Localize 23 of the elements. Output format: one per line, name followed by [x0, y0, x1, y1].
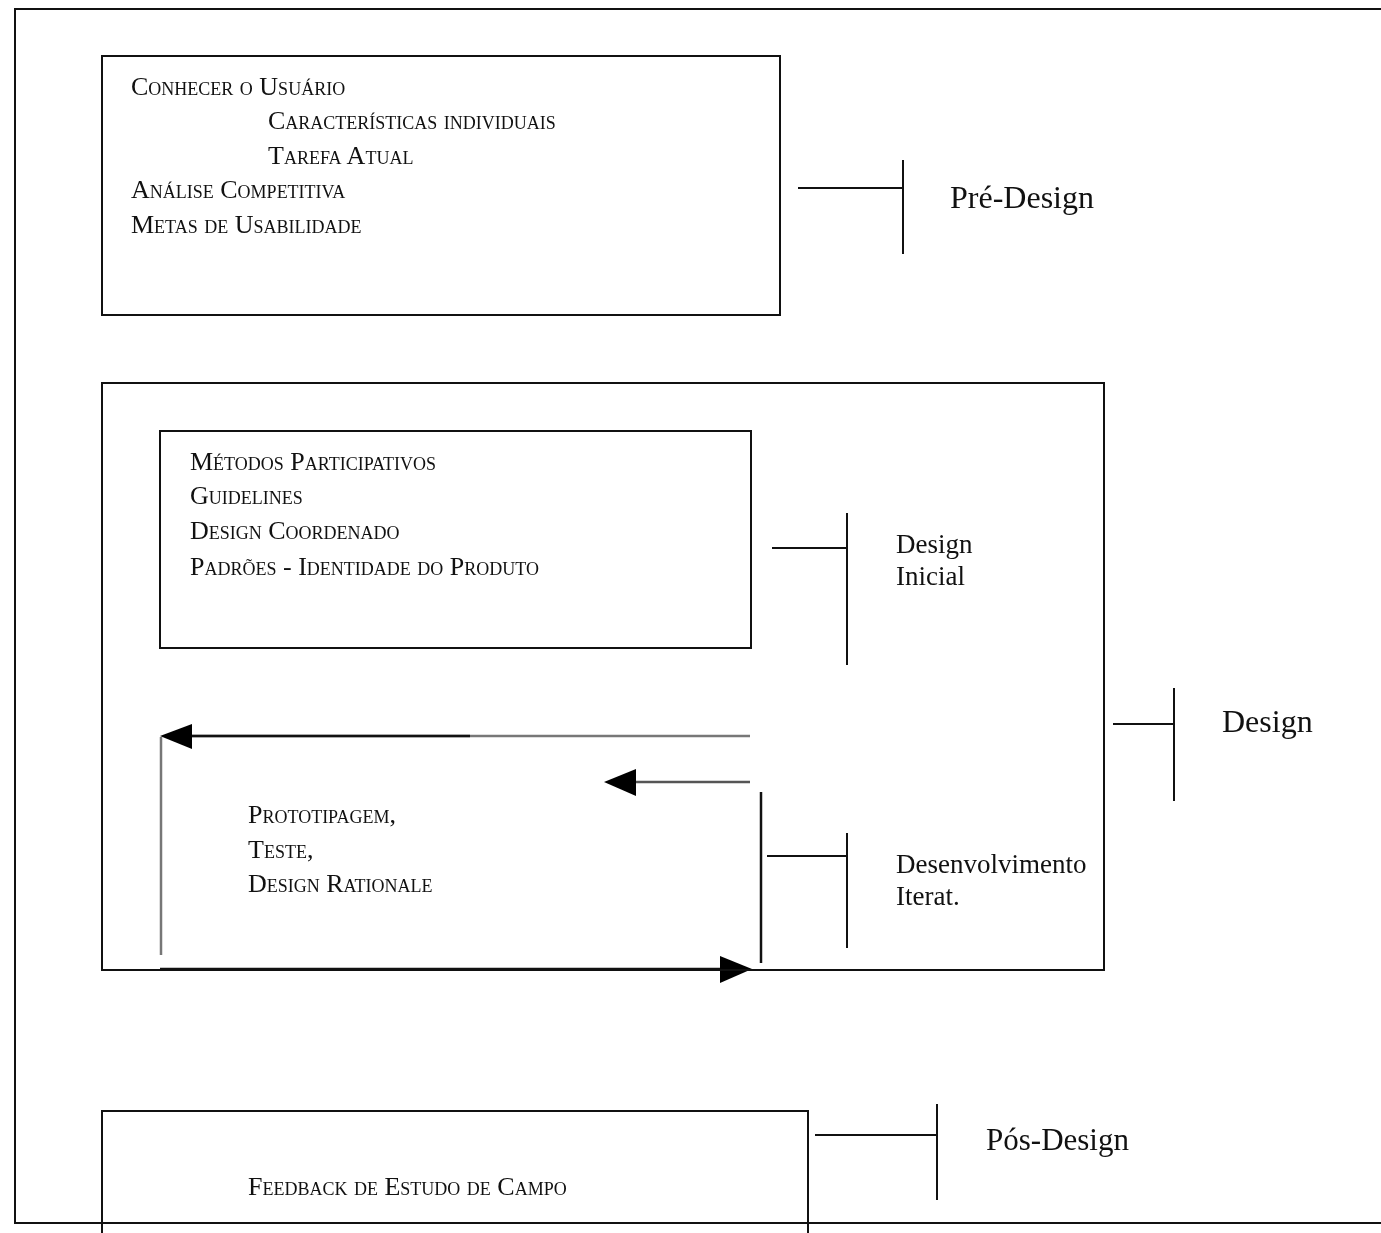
cycle-step-text: Prototipagem,	[248, 799, 396, 831]
list-item: Métodos Participativos	[190, 446, 437, 478]
stage-box	[159, 430, 752, 649]
box-text: Feedback de Estudo de Campo	[248, 1171, 567, 1203]
list-item: Características individuais	[268, 105, 556, 137]
outer-frame	[14, 8, 1381, 1224]
list-item: Análise Competitiva	[131, 174, 346, 206]
cycle-step-text: Teste,	[248, 834, 314, 866]
stage-box	[101, 1110, 809, 1233]
stage-box	[101, 382, 1105, 971]
list-item: Design Coordenado	[190, 515, 400, 547]
list-item: Metas de Usabilidade	[131, 209, 362, 241]
stage-label: Pré-Design	[950, 178, 1095, 217]
stage-box	[101, 55, 781, 316]
list-item: Conhecer o Usuário	[131, 71, 346, 103]
stage-label: Desenvolvimento Iterat.	[896, 848, 1088, 913]
stage-label: Design	[1222, 702, 1314, 741]
stage-label: Pós-Design	[986, 1121, 1130, 1159]
list-item: Guidelines	[190, 480, 303, 512]
cycle-step-text: Design Rationale	[248, 868, 433, 900]
list-item: Tarefa Atual	[268, 140, 414, 172]
stage-label: Design Inicial	[896, 528, 974, 593]
list-item: Padrões - Identidade do Produto	[190, 551, 539, 583]
